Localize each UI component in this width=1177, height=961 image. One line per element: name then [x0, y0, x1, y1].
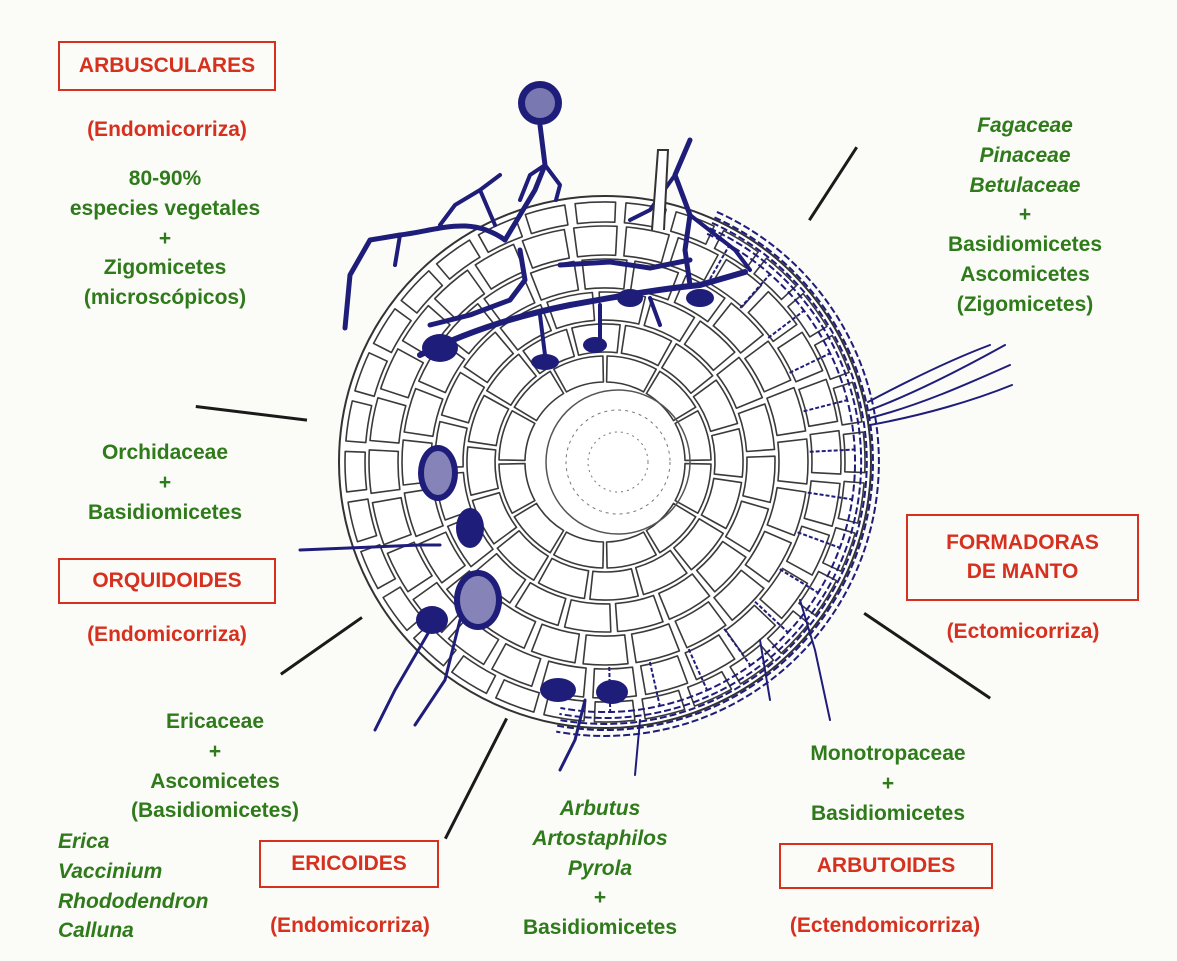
ericoides-genus: Calluna — [58, 916, 208, 946]
cortex-cell — [712, 429, 743, 477]
orquidoides-title: ORQUIDOIDES — [92, 567, 241, 595]
arbutoides-type: (Ectendomicorriza) — [760, 911, 1010, 941]
orquidoides-line: Basidiomicetes — [40, 498, 290, 528]
ecto-fungus: Basidiomicetes — [900, 230, 1150, 260]
arbusculares-title-box: ARBUSCULARES — [58, 41, 276, 91]
arbutoides-description: Monotropaceae + Basidiomicetes — [778, 739, 998, 828]
ericoides-genus: Erica — [58, 827, 208, 857]
arbutoides-title-box: ARBUTOIDES — [779, 843, 993, 889]
arbutoides-genus: Artostaphilos — [490, 824, 710, 854]
orquidoides-line: + — [40, 468, 290, 498]
ericoides-description: Ericaceae + Ascomicetes (Basidiomicetes) — [100, 707, 330, 826]
orquidoides-line: Orchidaceae — [40, 438, 290, 468]
arbusculares-title: ARBUSCULARES — [79, 52, 255, 80]
arbutoides-genus: Arbutus — [490, 794, 710, 824]
orquidoides-type: (Endomicorriza) — [52, 620, 282, 650]
cortex-cell — [574, 226, 617, 257]
cortex-cell — [743, 456, 775, 502]
ericoides-title: ERICOIDES — [291, 850, 407, 878]
arbusculares-description: 80-90% especies vegetales + Zigomicetes … — [40, 164, 290, 313]
ecto-hosts: Fagaceae Pinaceae Betulaceae + Basidiomi… — [900, 111, 1150, 320]
cortex-cell — [370, 398, 406, 443]
formadoras-type: (Ectomicorriza) — [903, 617, 1143, 647]
cortex-cell — [565, 600, 611, 632]
cortex-cell — [810, 431, 841, 474]
arbutoides-fungus: Basidiomicetes — [490, 913, 710, 943]
root-hair — [652, 150, 668, 230]
cortex-cell — [778, 439, 808, 484]
arbutoides-title: ARBUTOIDES — [817, 852, 955, 880]
cortex-cell — [624, 227, 669, 263]
arbusculares-type: (Endomicorriza) — [52, 115, 282, 145]
arbutoides-line: Basidiomicetes — [778, 799, 998, 829]
ericoides-line: (Basidiomicetes) — [100, 796, 330, 826]
arbutoides-plus: + — [490, 883, 710, 913]
ericoides-type: (Endomicorriza) — [240, 911, 460, 941]
ericoides-line: + — [100, 737, 330, 767]
arbusculares-line: especies vegetales — [40, 194, 290, 224]
arbutoides-line: Monotropaceae — [778, 739, 998, 769]
cortex-cell — [369, 450, 400, 493]
ecto-family: Pinaceae — [900, 141, 1150, 171]
ericoides-genus: Vaccinium — [58, 857, 208, 887]
cortex-cell — [804, 481, 840, 526]
formadoras-title-line2: DE MANTO — [967, 558, 1079, 586]
arbutoides-genera: Arbutus Artostaphilos Pyrola + Basidiomi… — [490, 794, 710, 943]
ericoides-line: Ascomicetes — [100, 767, 330, 797]
arbusculares-line: 80-90% — [40, 164, 290, 194]
formadoras-title-line1: FORMADORAS — [946, 529, 1099, 557]
cortex-cell — [575, 202, 616, 224]
ericoides-title-box: ERICOIDES — [259, 840, 439, 888]
arbutoides-line: + — [778, 769, 998, 799]
cortex-cell — [345, 451, 367, 492]
ecto-family: Betulaceae — [900, 171, 1150, 201]
formadoras-title-box: FORMADORAS DE MANTO — [906, 514, 1139, 601]
ecto-family: Fagaceae — [900, 111, 1150, 141]
ericoides-genera: Erica Vaccinium Rhododendron Calluna — [58, 827, 208, 946]
orquidoides-title-box: ORQUIDOIDES — [58, 558, 276, 604]
cortex-cell — [590, 569, 638, 600]
ecto-fungus: Ascomicetes — [900, 260, 1150, 290]
ericoides-genus: Rhododendron — [58, 887, 208, 917]
arbusculares-line: (microscópicos) — [40, 283, 290, 313]
arbusculares-line: + — [40, 224, 290, 254]
ericoides-line: Ericaceae — [100, 707, 330, 737]
orquidoides-description: Orchidaceae + Basidiomicetes — [40, 438, 290, 527]
arbusculares-line: Zigomicetes — [40, 253, 290, 283]
ecto-plus: + — [900, 200, 1150, 230]
cortex-cell — [467, 447, 498, 495]
arbutoides-genus: Pyrola — [490, 854, 710, 884]
ecto-fungus: (Zigomicetes) — [900, 290, 1150, 320]
cortex-cell — [583, 635, 628, 665]
